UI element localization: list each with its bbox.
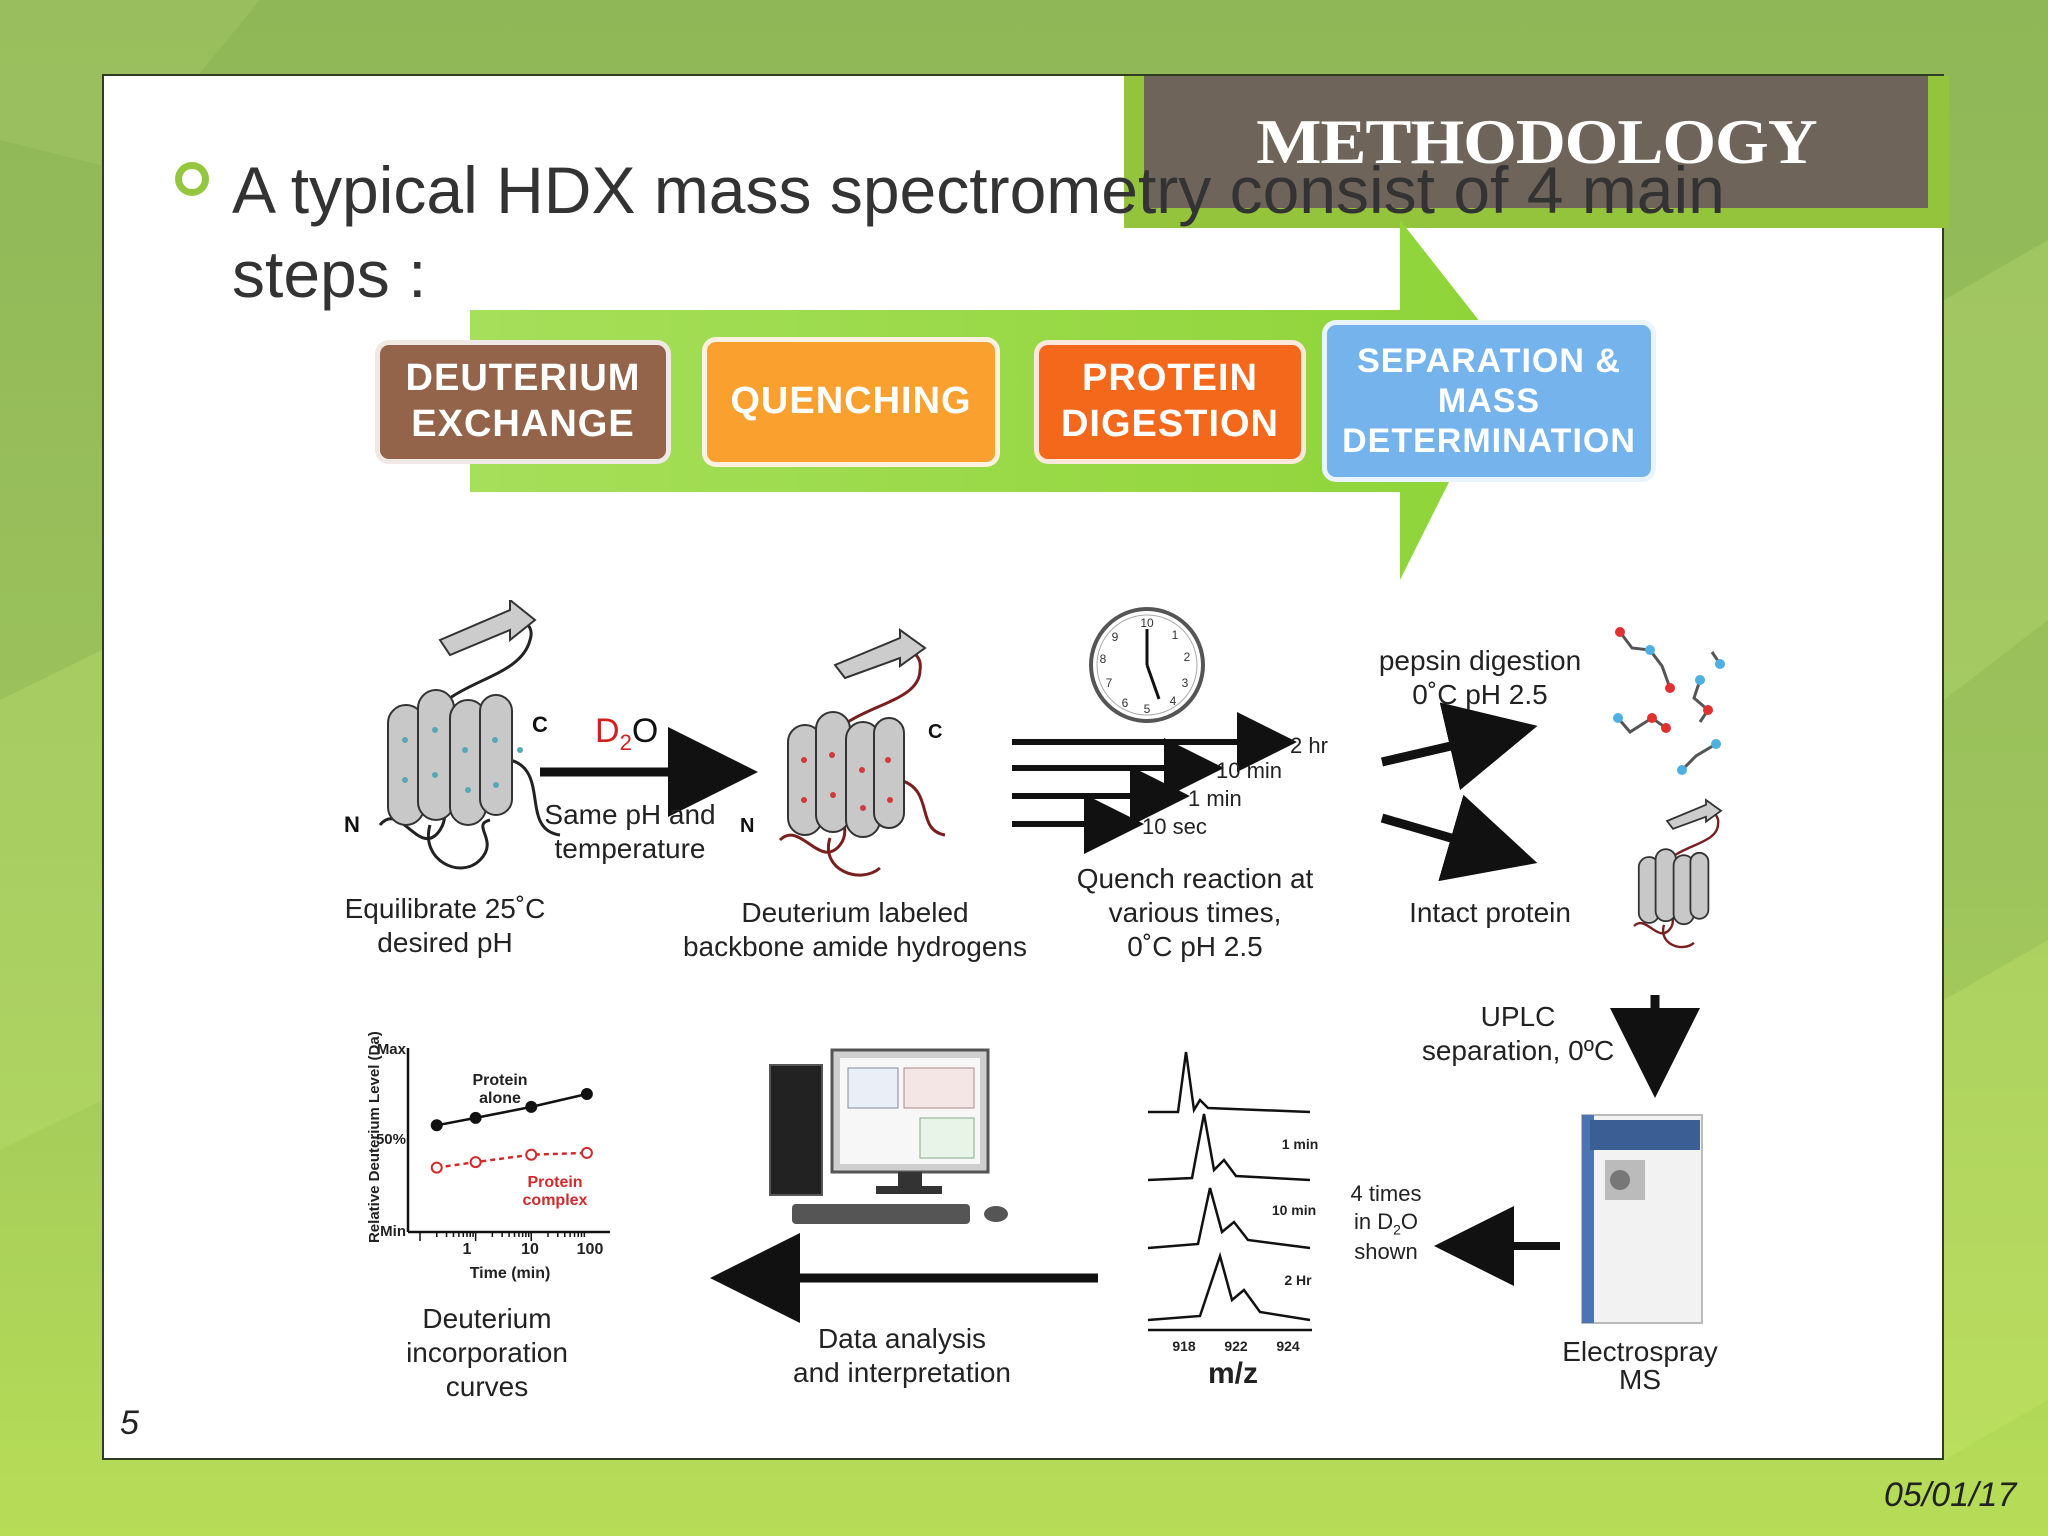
equilibrate-label: Equilibrate 25˚C desired pH xyxy=(344,893,546,959)
c-terminus-label-2: C xyxy=(928,721,942,743)
intact-arrow xyxy=(1380,794,1538,882)
d2o-label: D2O xyxy=(595,712,658,755)
electrospray-label: Electrospray MS xyxy=(1562,1336,1718,1395)
spectrum-label-2hr: 2 Hr xyxy=(1284,1272,1312,1288)
quench-label: Quench reaction at various times, 0˚C pH… xyxy=(1076,863,1314,963)
svg-text:8: 8 xyxy=(1100,652,1107,666)
data-point-alone xyxy=(525,1100,538,1113)
svg-text:9: 9 xyxy=(1112,630,1119,644)
time-label-10min: 10 min xyxy=(1216,758,1283,783)
digestion-arrow xyxy=(1380,702,1538,791)
peptide-residues xyxy=(1613,627,1725,775)
step-quenching: QUENCHING xyxy=(702,337,1000,467)
same-ph-label: Same pH and temperature xyxy=(544,799,716,865)
data-point-alone xyxy=(430,1119,443,1132)
data-point-complex xyxy=(580,1146,593,1159)
data-point-complex xyxy=(430,1161,443,1174)
intact-protein-label: Intact protein xyxy=(1409,897,1571,928)
series-label-alone: Protein alone xyxy=(472,1072,528,1107)
step-separation-mass-determination: SEPARATION & MASS DETERMINATION xyxy=(1322,320,1656,482)
slide-title: METHODOLOGY xyxy=(1255,106,1817,177)
peptide-fragments-icon xyxy=(1616,631,1722,772)
x-tick-1: 1 xyxy=(462,1241,472,1258)
svg-text:7: 7 xyxy=(1106,676,1113,690)
n-terminus-label-2: N xyxy=(740,815,754,837)
spectrum-label-1min: 1 min xyxy=(1281,1136,1319,1152)
mz-tick-922: 922 xyxy=(1224,1338,1248,1354)
mz-tick-918: 918 xyxy=(1172,1338,1196,1354)
labeled-protein-icon xyxy=(778,628,946,877)
clock-icon: 10 12 34 5 67 89 xyxy=(1089,607,1205,723)
chart-x-label: Time (min) xyxy=(469,1265,551,1282)
x-tick-100: 100 xyxy=(576,1241,604,1258)
step-label: QUENCHING xyxy=(730,380,972,423)
bullet-ring-icon xyxy=(175,162,209,196)
computer-icon xyxy=(769,1048,1008,1224)
time-label-10sec: 10 sec xyxy=(1142,814,1207,839)
mz-axis-label: m/z xyxy=(1207,1357,1258,1390)
svg-text:4: 4 xyxy=(1170,694,1177,708)
data-analysis-label: Data analysis and interpretation xyxy=(793,1323,1011,1389)
slide-number: 5 xyxy=(120,1404,139,1442)
data-point-complex xyxy=(525,1148,538,1161)
curves-label: Deuterium incorporation curves xyxy=(406,1303,568,1403)
step-label: SEPARATION & MASS DETERMINATION xyxy=(1342,341,1636,461)
time-label-1min: 1 min xyxy=(1188,786,1242,811)
data-point-alone xyxy=(469,1111,482,1124)
intact-protein-icon xyxy=(1633,798,1723,949)
series-label-complex: Protein complex xyxy=(522,1174,588,1209)
bullet-text: A typical HDX mass spectrometry consist … xyxy=(232,153,1725,311)
uplc-label: UPLC separation, 0ºC xyxy=(1421,1001,1615,1067)
y-tick-max: Max xyxy=(376,1041,406,1058)
mz-tick-924: 924 xyxy=(1276,1338,1300,1354)
n-terminus-label: N xyxy=(344,812,360,837)
y-tick-50: 50% xyxy=(375,1131,406,1148)
time-label-2hr: 2 hr xyxy=(1290,733,1328,758)
spectrum-label-10min: 10 min xyxy=(1271,1202,1317,1218)
deuterium-curves-chart xyxy=(406,1048,610,1241)
mass-spectra-plot xyxy=(1147,1051,1312,1332)
svg-text:10: 10 xyxy=(1140,616,1154,630)
title-frame: METHODOLOGY xyxy=(1124,76,1949,228)
svg-text:5: 5 xyxy=(1144,702,1151,716)
series-protein-alone xyxy=(436,1092,588,1127)
protein-structure-icon xyxy=(378,600,561,870)
series-protein-complex xyxy=(436,1151,587,1169)
y-tick-min: Min xyxy=(380,1223,406,1240)
svg-text:3: 3 xyxy=(1182,676,1189,690)
mass-spectrometer-icon xyxy=(1581,1114,1703,1324)
data-point-complex xyxy=(469,1156,482,1169)
title-box: METHODOLOGY xyxy=(1144,76,1928,208)
step-label: PROTEIN DIGESTION xyxy=(1060,357,1280,445)
svg-text:1: 1 xyxy=(1172,628,1179,642)
pepsin-label: pepsin digestion 0˚C pH 2.5 xyxy=(1378,645,1582,711)
data-point-alone xyxy=(580,1088,593,1100)
svg-text:2: 2 xyxy=(1184,650,1191,664)
c-terminus-label: C xyxy=(532,712,548,737)
x-tick-10: 10 xyxy=(521,1241,539,1258)
deuterium-labeled-label: Deuterium labeled backbone amide hydroge… xyxy=(682,897,1027,963)
step-protein-digestion: PROTEIN DIGESTION xyxy=(1034,340,1306,464)
step-label: DEUTERIUM EXCHANGE xyxy=(405,357,641,445)
svg-text:6: 6 xyxy=(1122,696,1129,710)
step-deuterium-exchange: DEUTERIUM EXCHANGE xyxy=(375,340,671,464)
slide-date: 05/01/17 xyxy=(1884,1476,2017,1514)
